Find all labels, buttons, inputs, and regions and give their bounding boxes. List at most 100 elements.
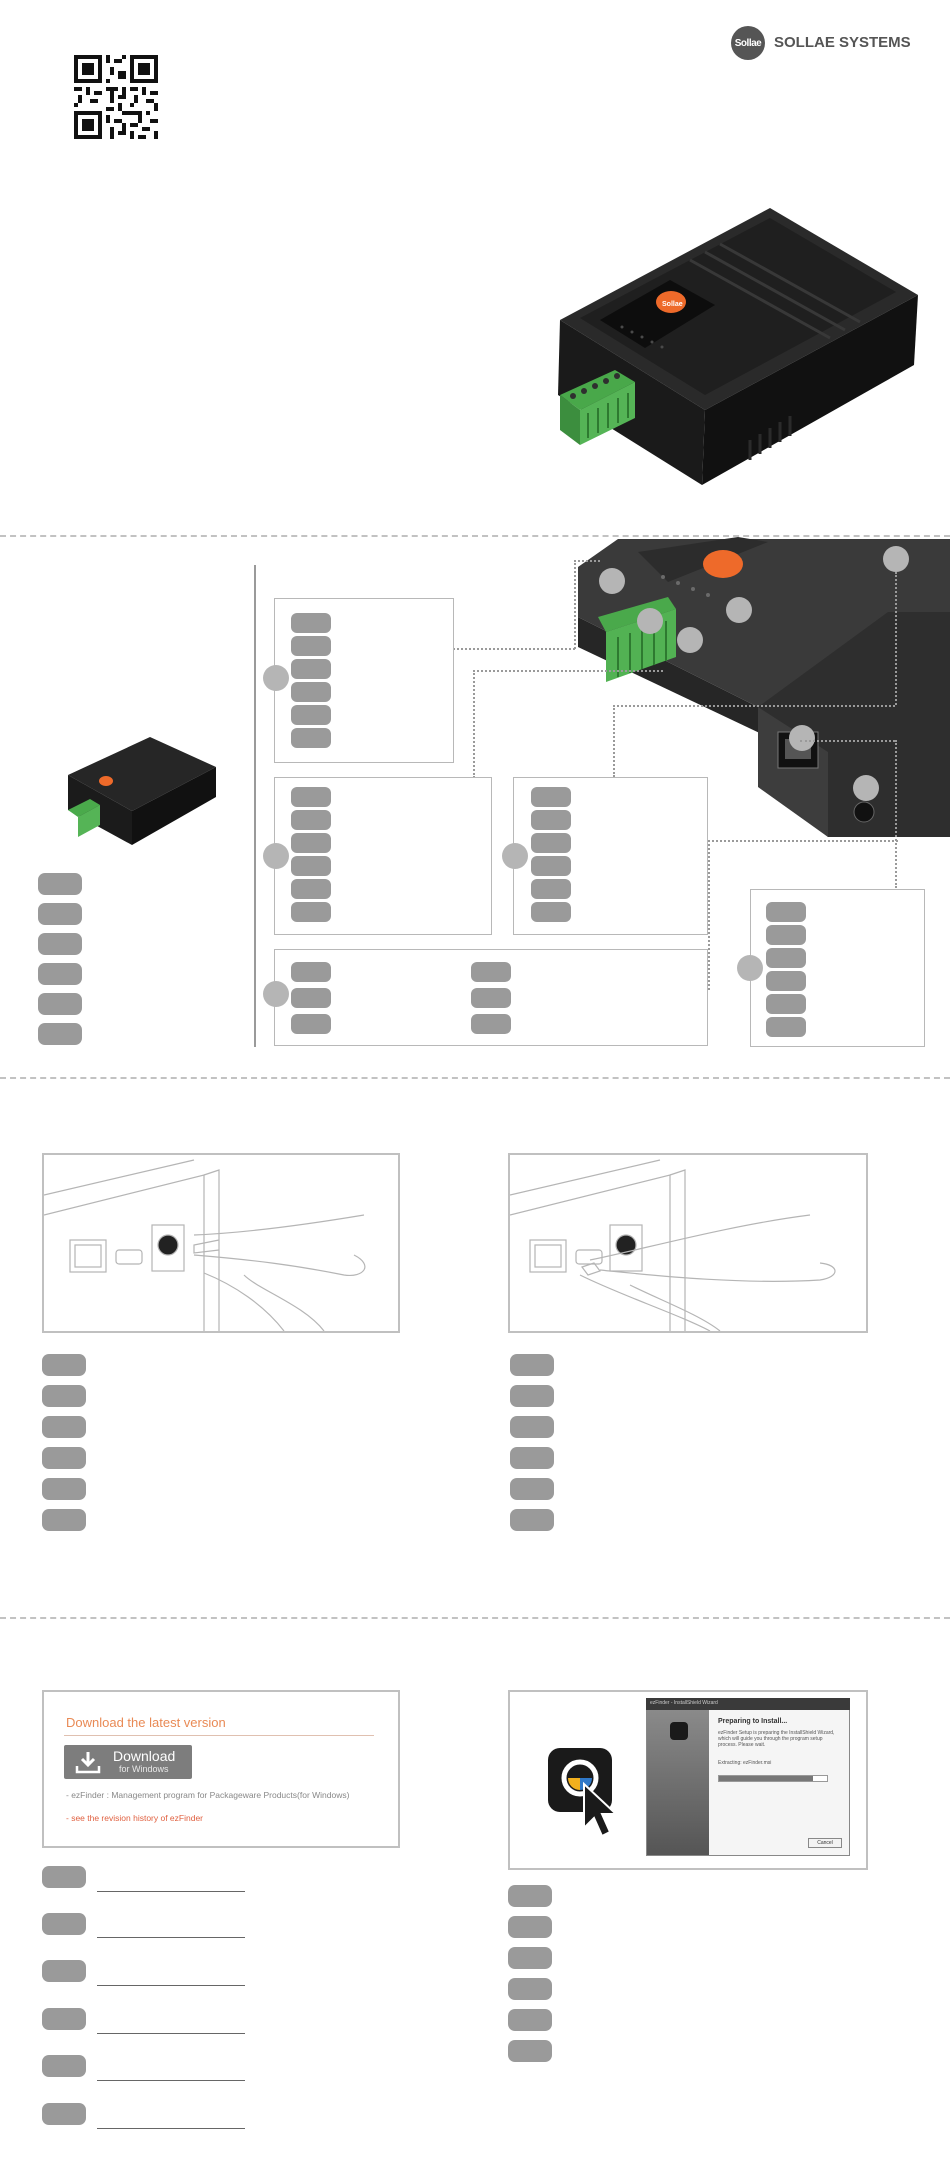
legend-pill [766, 994, 806, 1014]
leader-line [473, 670, 475, 778]
leader-line [895, 740, 897, 888]
blank-underline [97, 2128, 245, 2129]
legend-pill [291, 833, 331, 853]
blank-underline [97, 2033, 245, 2034]
legend-pill [291, 856, 331, 876]
legend-pill [510, 1509, 554, 1531]
leader-line [613, 705, 895, 707]
illustration-power-plug [42, 1153, 400, 1333]
legend-pill [42, 2103, 86, 2125]
legend-pill [42, 1385, 86, 1407]
legend-pill [471, 988, 511, 1008]
legend-pill [291, 1014, 331, 1034]
legend-pill [291, 902, 331, 922]
legend-pill [42, 1478, 86, 1500]
device-closeup-image [578, 537, 950, 837]
ezfinder-app-icon [548, 1748, 619, 1838]
legend-pill [766, 925, 806, 945]
installer-text: ezFinder Setup is preparing the InstallS… [718, 1730, 835, 1748]
installer-titlebar [646, 1698, 850, 1710]
legend-pill [291, 988, 331, 1008]
illustration-ethernet-plug [508, 1153, 868, 1333]
legend-pill [531, 787, 571, 807]
callout-marker [853, 775, 879, 801]
installer-progress-fill [719, 1776, 813, 1781]
legend-pill [510, 1478, 554, 1500]
legend-pill [510, 1416, 554, 1438]
legend-pill [38, 1023, 82, 1045]
legend-pill [42, 1866, 86, 1888]
blank-underline [97, 2080, 245, 2081]
legend-pill [38, 903, 82, 925]
blank-underline [97, 1937, 245, 1938]
callout-marker [502, 843, 528, 869]
legend-pill [291, 728, 331, 748]
legend-pill [42, 2055, 86, 2077]
company-name: SOLLAE SYSTEMS [774, 34, 911, 51]
callout-marker [677, 627, 703, 653]
device-logo-label: Sollae [662, 301, 683, 308]
download-button-label: Download [113, 1748, 176, 1764]
callout-marker [737, 955, 763, 981]
installer-title: Preparing to Install... [718, 1718, 788, 1725]
legend-pill [766, 948, 806, 968]
section-divider [0, 535, 950, 537]
installer-cancel-button[interactable]: Cancel [808, 1838, 842, 1848]
leader-line [708, 840, 710, 990]
section-divider [0, 1077, 950, 1079]
callout-marker [883, 546, 909, 572]
legend-pill [508, 2009, 552, 2031]
device-thumbnail [68, 737, 216, 845]
callout-marker [263, 843, 289, 869]
leader-line [453, 648, 575, 650]
legend-pill [766, 902, 806, 922]
legend-pill [291, 613, 331, 633]
legend-pill [38, 933, 82, 955]
legend-pill [531, 902, 571, 922]
legend-pill [508, 1978, 552, 2000]
download-description: - ezFinder : Management program for Pack… [66, 1790, 350, 1800]
legend-pill [508, 2040, 552, 2062]
legend-pill [510, 1385, 554, 1407]
legend-pill [766, 1017, 806, 1037]
leader-line [613, 705, 615, 777]
legend-pill [42, 2008, 86, 2030]
device-product-image: Sollae [558, 208, 918, 485]
installer-header: ezFinder - InstallShield Wizard [650, 1700, 718, 1706]
legend-pill [291, 810, 331, 830]
blank-underline [97, 1891, 245, 1892]
blank-underline [97, 1985, 245, 1986]
revision-history-link[interactable]: - see the revision history of ezFinder [66, 1813, 204, 1823]
download-title: Download the latest version [66, 1715, 226, 1730]
legend-pill [508, 1947, 552, 1969]
legend-pill [510, 1354, 554, 1376]
download-button[interactable]: Download for Windows [64, 1745, 192, 1779]
download-button-sublabel: for Windows [119, 1764, 169, 1774]
legend-pill [291, 787, 331, 807]
leader-line [574, 560, 600, 562]
callout-marker [263, 665, 289, 691]
callout-marker [726, 597, 752, 623]
legend-pill [291, 659, 331, 679]
legend-pill [42, 1509, 86, 1531]
leader-line [473, 670, 663, 672]
leader-line [574, 560, 576, 649]
legend-pill [38, 873, 82, 895]
legend-pill [291, 962, 331, 982]
logo-badge: Sollae [731, 26, 765, 60]
legend-pill [42, 1960, 86, 1982]
legend-pill [508, 1916, 552, 1938]
legend-pill [291, 879, 331, 899]
legend-pill [531, 856, 571, 876]
legend-pill [42, 1913, 86, 1935]
installer-banner-icon [670, 1722, 688, 1740]
legend-pill [291, 705, 331, 725]
installer-status: Extracting: ezFinder.msi [718, 1760, 772, 1766]
leader-line [708, 840, 898, 842]
legend-pill [42, 1447, 86, 1469]
legend-pill [38, 963, 82, 985]
leader-line [895, 572, 897, 705]
legend-pill [766, 971, 806, 991]
legend-pill [531, 879, 571, 899]
callout-marker [637, 608, 663, 634]
